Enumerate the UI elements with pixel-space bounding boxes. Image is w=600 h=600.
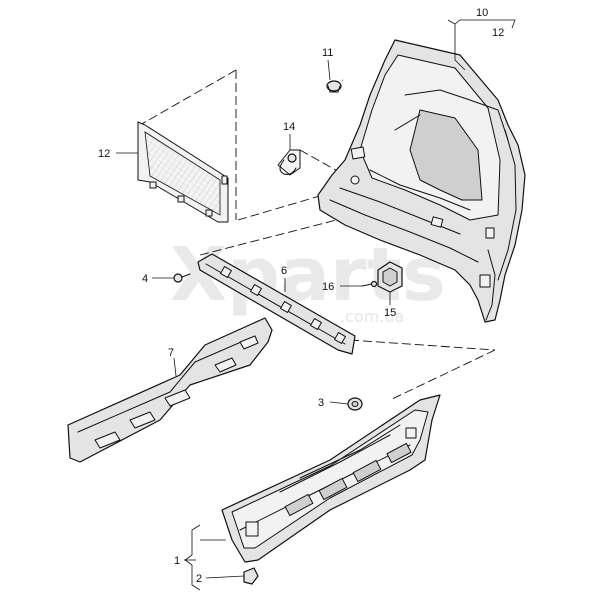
dash-net-top [139,69,237,126]
part-14-bag-hook [277,149,301,176]
callout-6: 6 [281,265,287,277]
callout-16: 16 [322,281,334,293]
callout-14: 14 [283,121,295,133]
bracket-10 [447,19,516,29]
assembly-lines [139,69,496,401]
leader-10 [454,24,466,71]
callout-12-net: 12 [98,148,110,160]
leader-2 [205,575,245,579]
part-6-fixing-strip [197,253,356,355]
part-16-screw [361,280,378,288]
callout-4: 4 [142,273,148,285]
callout-10: 10 [476,7,488,19]
callout-7: 7 [168,347,174,359]
callout-2: 2 [196,573,202,585]
leader-7 [173,357,177,377]
part-7-damping-plate [67,317,273,463]
watermark-domain: .com.ua [340,307,404,326]
callout-1: 1 [174,555,180,567]
part-10-side-trim-panel [317,39,526,323]
part-1-rear-cover [221,394,441,563]
callout-15: 15 [384,307,396,319]
part-15-lashing-eye [377,261,403,293]
callout-3: 3 [318,397,324,409]
callout-11: 11 [322,47,333,59]
callout-12-upper: 12 [492,27,504,39]
dash-strip-bottom [349,339,496,351]
leader-11 [327,59,331,81]
dash-side-link [237,189,341,221]
leader-lines [116,19,516,591]
leader-3 [329,401,349,405]
bracket-1 [184,524,201,591]
part-11-clip [326,80,342,93]
callout-labels: 10 12 11 12 14 4 6 7 16 15 3 1 2 [98,7,504,585]
part-3-clip-nut [347,397,363,411]
part-12-storage-net [137,121,229,223]
dash-cover-top [389,349,496,401]
part-2-clip [243,567,259,585]
dash-strip-top [199,204,396,256]
